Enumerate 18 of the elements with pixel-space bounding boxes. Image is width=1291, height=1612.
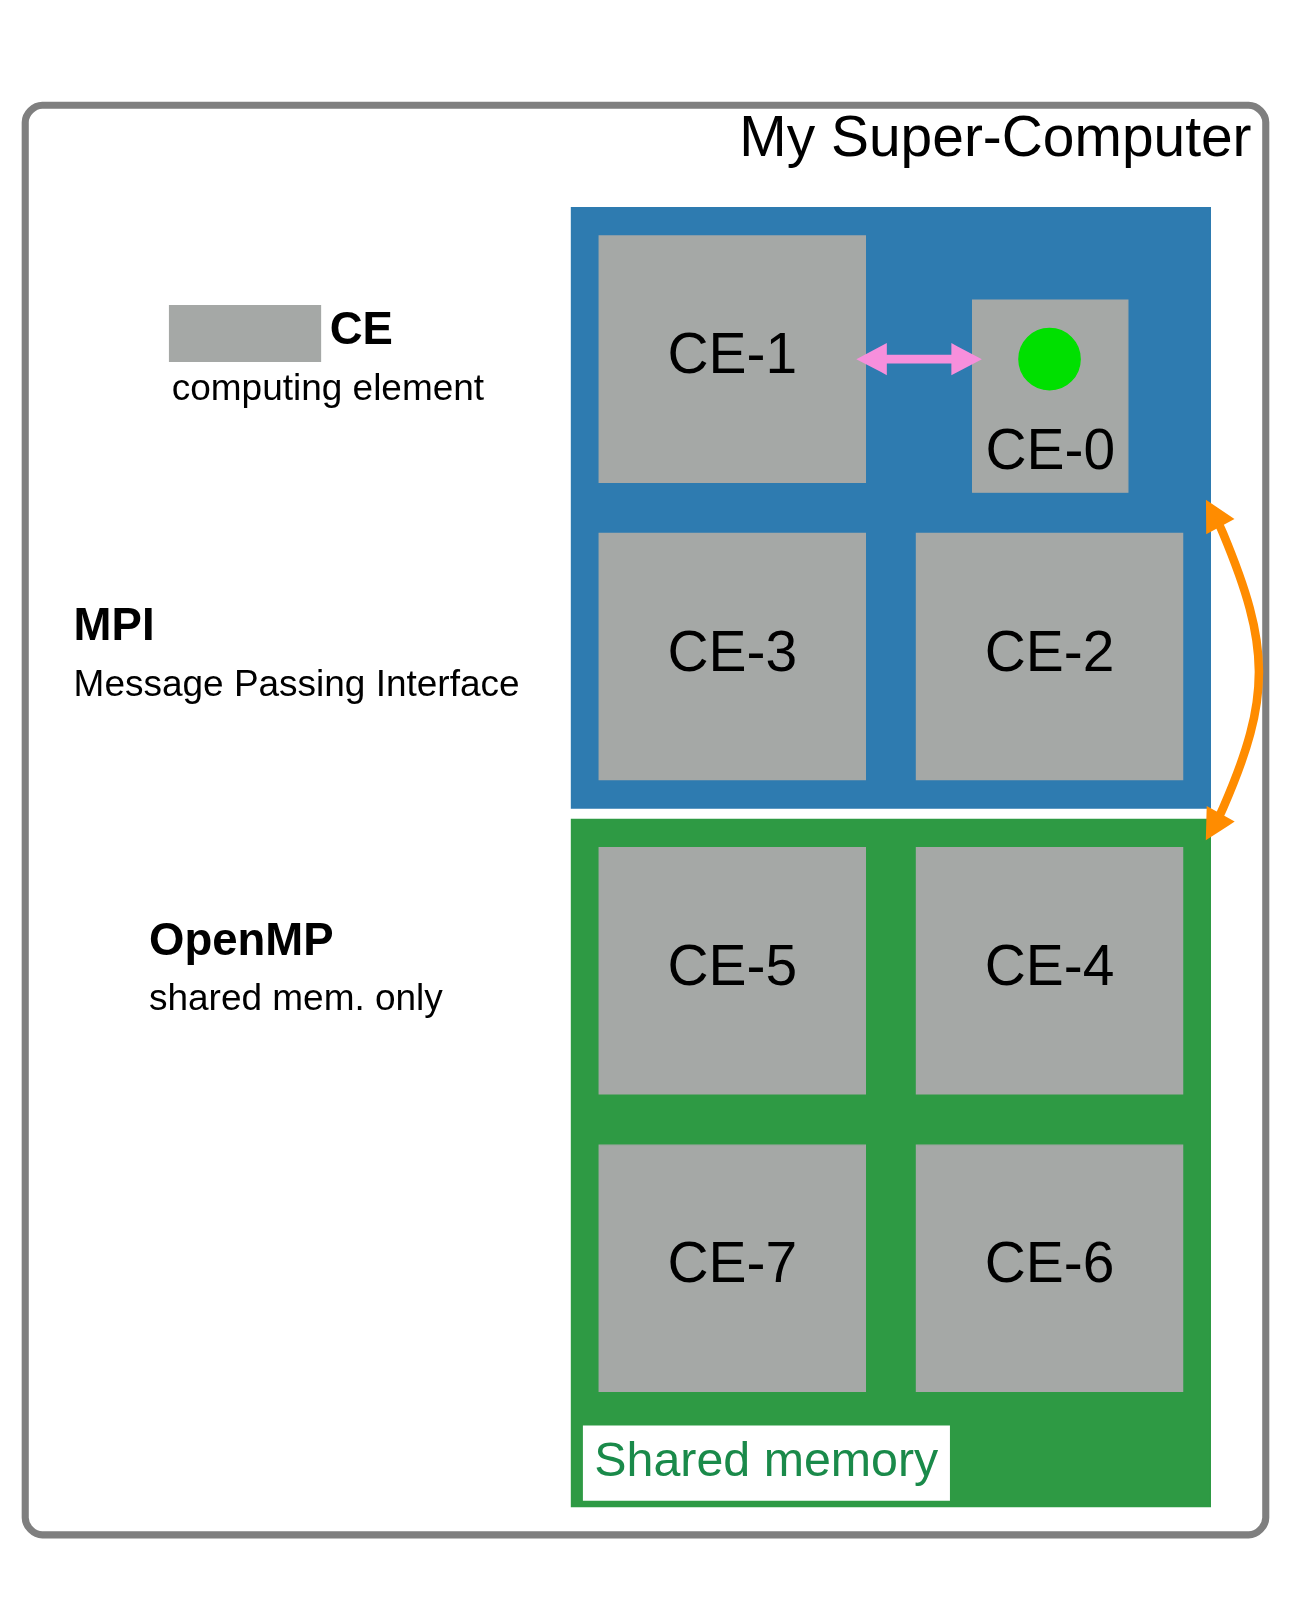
label: Message Passing Interface	[73, 662, 520, 704]
legend-label: MPI	[73, 598, 155, 650]
node-box: CE-4	[915, 846, 1184, 1095]
cluster: CE-0	[972, 298, 1129, 493]
node-box: CE-2	[915, 532, 1184, 780]
legend-label: OpenMP	[149, 913, 334, 965]
node-box: CE-1	[598, 234, 866, 483]
legend-label: CE	[329, 302, 393, 354]
node-circle	[1018, 327, 1081, 390]
arrow	[1205, 499, 1264, 840]
node-box: CE-5	[598, 846, 866, 1095]
node-box: CE-3	[598, 532, 866, 780]
label: shared mem. only	[149, 976, 443, 1018]
arrow	[856, 342, 982, 375]
cluster	[570, 206, 1211, 809]
node-box: CE-7	[598, 1143, 866, 1392]
node-box: CE-6	[915, 1143, 1184, 1392]
label: computing element	[171, 366, 485, 408]
